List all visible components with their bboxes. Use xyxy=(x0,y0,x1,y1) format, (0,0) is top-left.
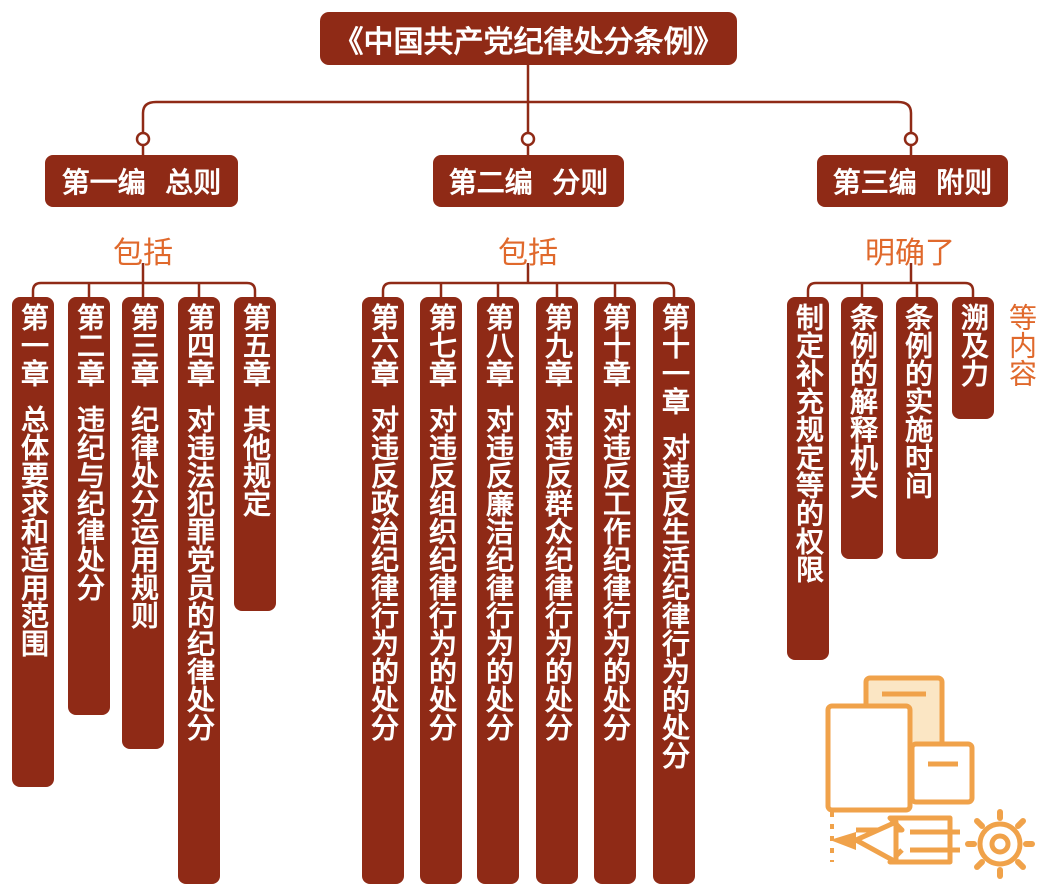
chapter-number: 第五章 xyxy=(239,303,272,387)
chapter-title: 对违反组织纪律行为的处分 xyxy=(425,405,458,741)
part-2-title: 第二编 分则 xyxy=(448,166,609,199)
regulation-title: 《中国共产党纪律处分条例》 xyxy=(333,24,724,60)
appendix-item-text: 溯及力 xyxy=(957,303,990,387)
chapter-column: 第五章其他规定 xyxy=(234,297,276,611)
part-1-title: 第一编 总则 xyxy=(61,166,222,199)
chapter-column: 第七章对违反组织纪律行为的处分 xyxy=(420,297,462,884)
part-3-box: 第三编 附则 xyxy=(817,155,1008,207)
appendix-item-text: 条例的解释机关 xyxy=(846,303,879,499)
chapter-number: 第八章 xyxy=(482,303,515,387)
chapter-title: 对违反工作纪律行为的处分 xyxy=(599,405,632,741)
part-2-box: 第二编 分则 xyxy=(433,155,624,207)
chapter-column: 第三章纪律处分运用规则 xyxy=(122,297,164,749)
part-2-connector: 包括 xyxy=(498,236,558,271)
chapter-number: 第七章 xyxy=(425,303,458,387)
appendix-item-column: 溯及力 xyxy=(952,297,994,419)
chapter-number: 第九章 xyxy=(541,303,574,387)
appendix-item-text: 条例的实施时间 xyxy=(901,303,934,499)
chapter-number: 第十一章 xyxy=(658,303,691,415)
regulation-title-box: 《中国共产党纪律处分条例》 xyxy=(320,12,737,65)
chapter-column: 第二章违纪与纪律处分 xyxy=(68,297,110,715)
appendix-item-column: 条例的解释机关 xyxy=(841,297,883,559)
appendix-item-text: 制定补充规定等的权限 xyxy=(792,303,825,583)
chapter-column: 第九章对违反群众纪律行为的处分 xyxy=(536,297,578,884)
chapter-title: 对违反廉洁纪律行为的处分 xyxy=(482,405,515,741)
part-1-box: 第一编 总则 xyxy=(45,155,238,207)
chapter-title: 其他规定 xyxy=(239,405,272,517)
chapter-number: 第二章 xyxy=(73,303,106,387)
chapter-title: 总体要求和适用范围 xyxy=(17,405,50,657)
chapter-number: 第十章 xyxy=(599,303,632,387)
chapter-title: 对违反群众纪律行为的处分 xyxy=(541,405,574,741)
chapter-title: 对违法犯罪党员的纪律处分 xyxy=(183,405,216,741)
chapter-title: 对违反生活纪律行为的处分 xyxy=(658,433,691,769)
part-3-title: 第三编 附则 xyxy=(832,166,993,199)
chapter-column: 第十章对违反工作纪律行为的处分 xyxy=(594,297,636,884)
chapter-number: 第一章 xyxy=(17,303,50,387)
chapter-column: 第四章对违法犯罪党员的纪律处分 xyxy=(178,297,220,884)
part-3-connector: 明确了 xyxy=(865,236,955,271)
chapter-title: 纪律处分运用规则 xyxy=(127,405,160,629)
chapter-column: 第十一章对违反生活纪律行为的处分 xyxy=(653,297,695,884)
chapter-number: 第六章 xyxy=(367,303,400,387)
chapter-number: 第四章 xyxy=(183,303,216,387)
chapter-column: 第一章总体要求和适用范围 xyxy=(12,297,54,787)
chapter-column: 第六章对违反政治纪律行为的处分 xyxy=(362,297,404,884)
chapter-number: 第三章 xyxy=(127,303,160,387)
chapter-title: 对违反政治纪律行为的处分 xyxy=(367,405,400,741)
chapter-column: 第八章对违反廉洁纪律行为的处分 xyxy=(477,297,519,884)
chapter-title: 违纪与纪律处分 xyxy=(73,405,106,601)
appendix-item-column: 条例的实施时间 xyxy=(896,297,938,559)
documents-pencil-gear-icon xyxy=(825,675,1035,879)
part-1-connector: 包括 xyxy=(113,236,173,271)
appendix-item-column: 制定补充规定等的权限 xyxy=(787,297,829,660)
appendix-suffix: 等内容 xyxy=(1005,303,1038,387)
